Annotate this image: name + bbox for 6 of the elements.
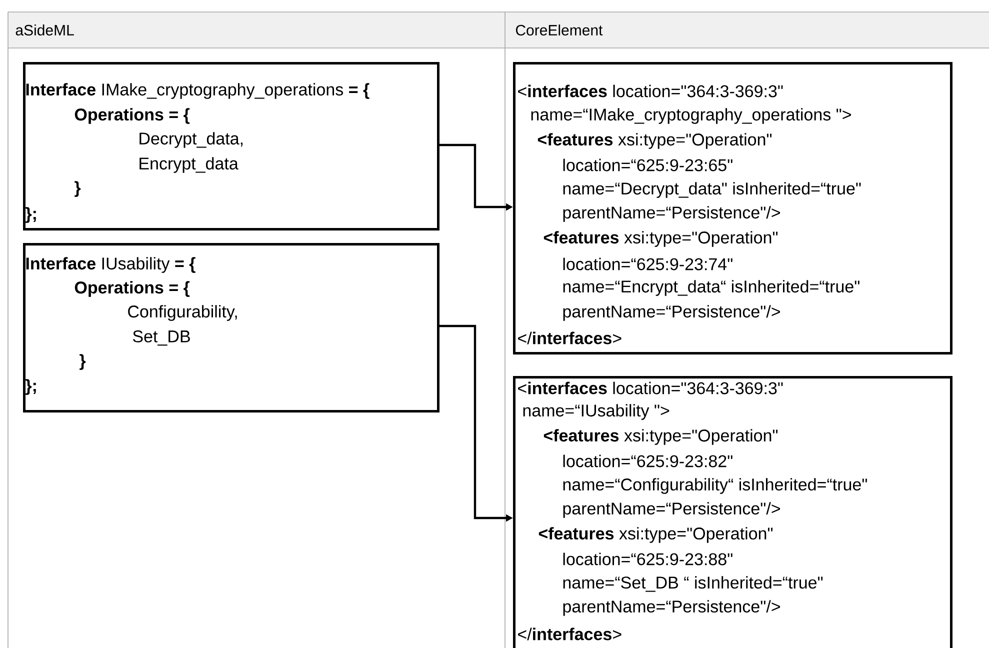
code-box: Interface IMake_cryptography_operations = { Operations = { Decrypt_data, Encrypt_data } };: [23, 62, 440, 230]
code-box: <interfaces location="364:3-369:3" name=“IMake_cryptography_operations "> <features xsi:type="Operation" location=“625:9-23:65" name=“Decrypt_data" isInherited=“true" parentName=“Persistence"/> <features xsi:type="Operation" location=“625:9-23:74" name=“Encrypt_data“ isInherited=“true" parentName=“Persistence"/> </interfaces>: [513, 62, 952, 354]
column-header: aSideML: [16, 24, 74, 36]
column-header: CoreElement: [516, 24, 603, 36]
code-box: <interfaces location="364:3-369:3" name=“IUsability "> <features xsi:type="Operation" location=“625:9-23:82" name=“Configurability“ isInherited=“true" parentName=“Persistence"/> <features xsi:type="Operation" location=“625:9-23:88" name=“Set_DB “ isInherited=“true" parentName=“Persistence"/> </interfaces>: [513, 376, 952, 648]
code-box: Interface IUsability = { Operations = { Configurability, Set_DB } };: [23, 243, 440, 412]
